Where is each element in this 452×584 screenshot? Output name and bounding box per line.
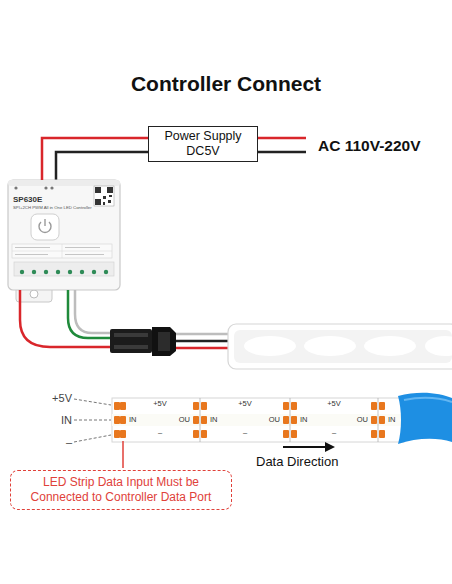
node-text: SP630E: [13, 195, 83, 205]
pin-label: IN: [61, 414, 72, 426]
dc-wire: [56, 152, 148, 180]
pad-label: IN: [300, 416, 308, 424]
ac-wire: [258, 151, 306, 154]
diagram-title: Controller Connect: [131, 72, 321, 95]
pin-label: –: [66, 436, 72, 448]
node-text: SPI+2CH PWM All in One LED Controller: [13, 205, 116, 211]
pad-label: IN: [388, 416, 396, 424]
callout-leader: [122, 441, 124, 468]
power-supply-box: Power Supply DC5V: [148, 126, 258, 162]
output-wire: [20, 290, 112, 347]
output-wire: [68, 290, 112, 338]
direction-label: Data Direction: [256, 455, 338, 469]
leader-line: [74, 435, 111, 442]
leader-line: [74, 420, 111, 421]
pad-label: –: [243, 429, 247, 437]
pad-label: –: [332, 429, 336, 437]
controller-housing: [8, 180, 120, 302]
cob-led-strip: [112, 398, 404, 442]
controller-box: SP630ESPI+2CH PWM All in One LED Control…: [8, 180, 120, 290]
reel-tape: [398, 393, 452, 444]
pad-label: OU: [179, 416, 190, 424]
callout-box: LED Strip Data Input Must be Connected t…: [10, 470, 232, 510]
silicone-led-strip: [228, 324, 452, 369]
pad-label: IN: [129, 416, 137, 424]
jst-connector: [110, 327, 176, 356]
pad-label: +5V: [153, 400, 167, 408]
output-wire: [75, 290, 112, 333]
pin-label: +5V: [52, 392, 72, 404]
node-text: Power Supply DC5V: [152, 129, 254, 159]
node-text: LED Strip Data Input Must be Connected t…: [17, 475, 225, 505]
pad-label: OU: [269, 416, 280, 424]
pad-label: –: [158, 429, 162, 437]
direction-arrow: [283, 446, 326, 448]
ac-wire: [258, 137, 306, 140]
direction-arrowhead: [325, 442, 335, 452]
pad-label: OU: [357, 416, 368, 424]
pad-label: +5V: [327, 400, 341, 408]
pad-label: +5V: [238, 400, 252, 408]
leader-line: [74, 399, 111, 405]
pad-label: IN: [210, 416, 218, 424]
power-wire: [42, 138, 148, 180]
ac-input-label: AC 110V-220V: [318, 137, 421, 154]
